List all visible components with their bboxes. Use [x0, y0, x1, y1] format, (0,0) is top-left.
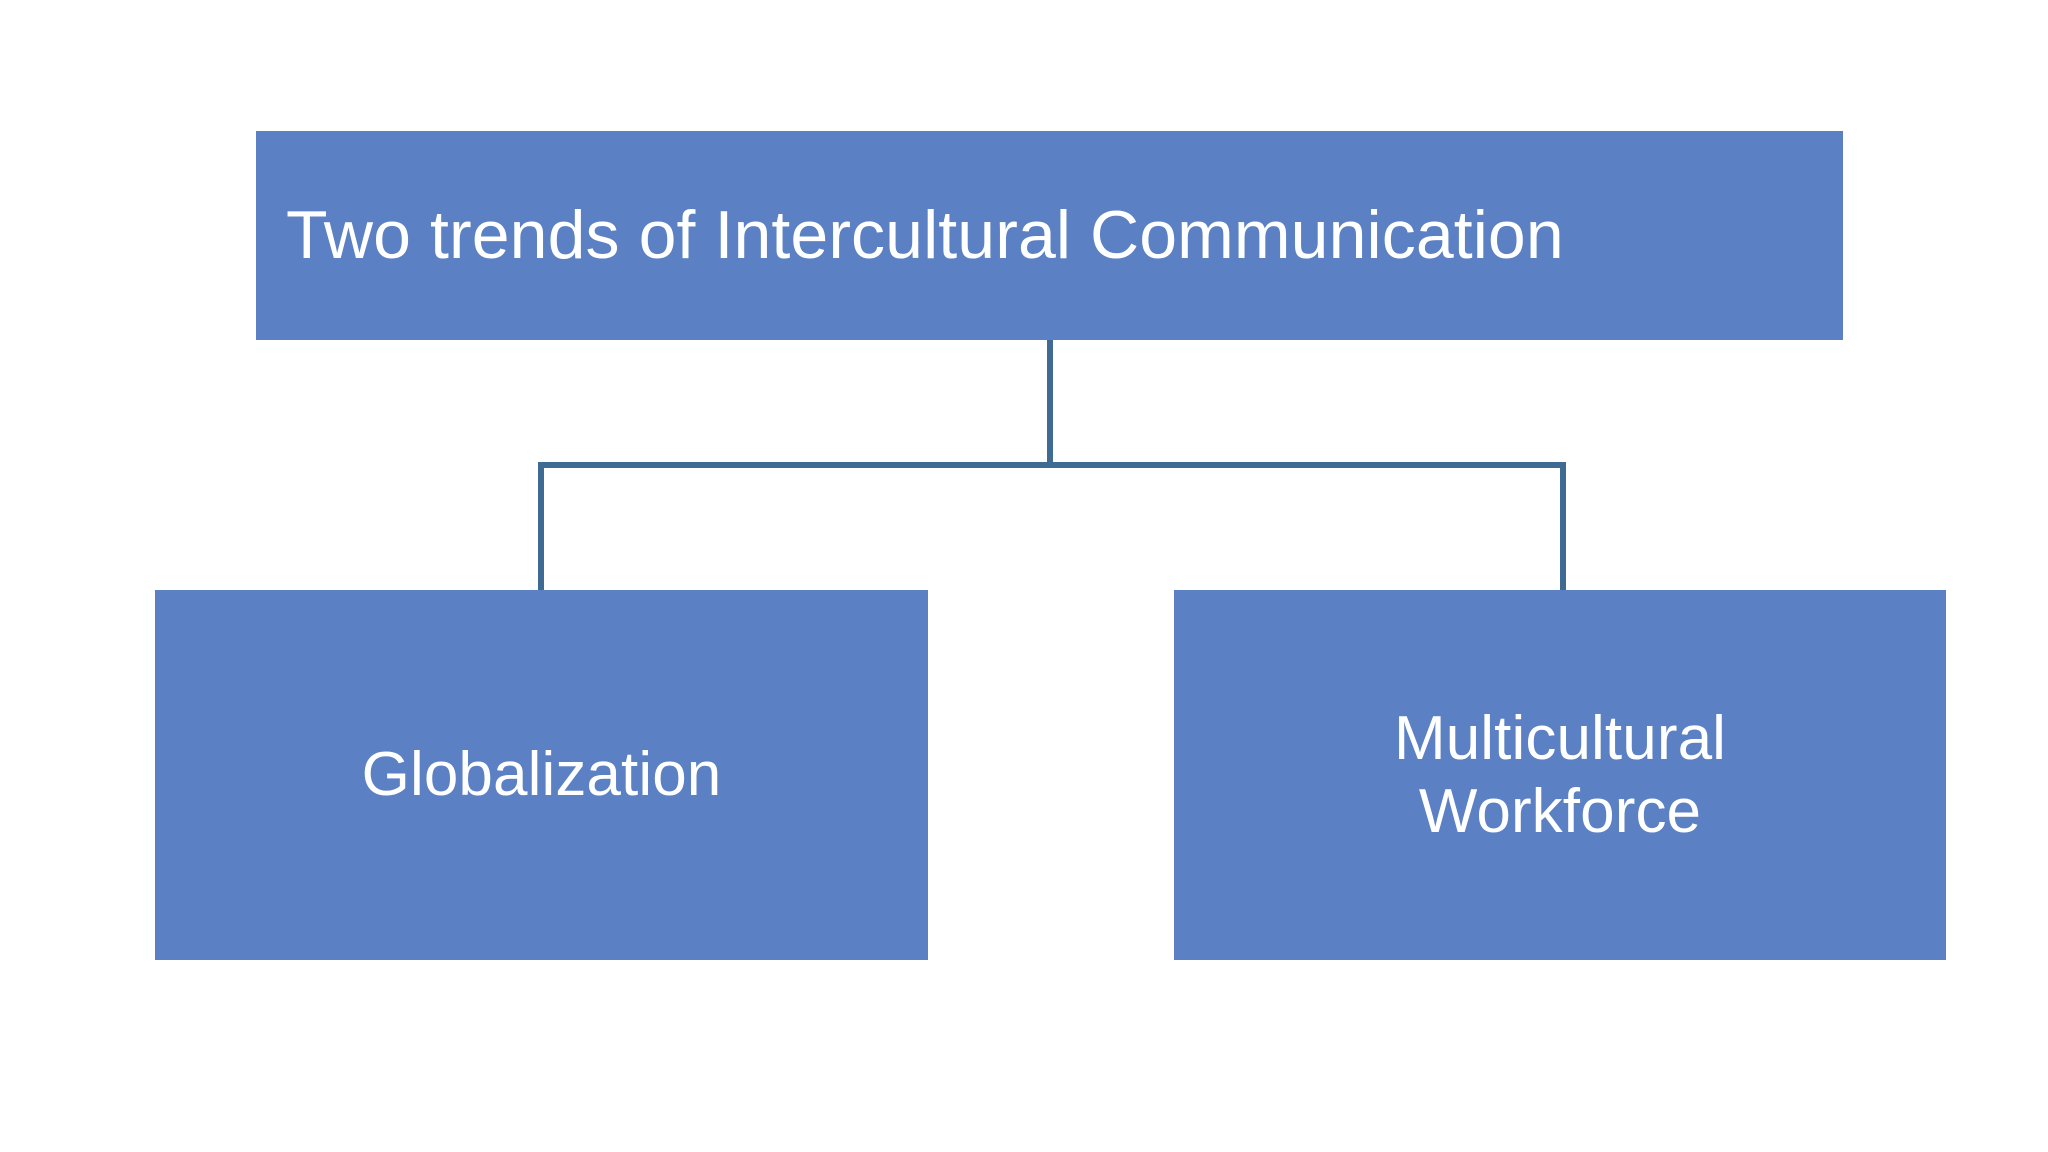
node-multicultural-workforce[interactable]: Multicultural Workforce [1174, 590, 1946, 960]
node-root-label: Two trends of Intercultural Communicatio… [286, 197, 1564, 274]
node-root-two-trends[interactable]: Two trends of Intercultural Communicatio… [256, 131, 1843, 340]
node-globalization[interactable]: Globalization [155, 590, 928, 960]
node-globalization-label: Globalization [361, 740, 722, 810]
connector-root-stem [1047, 340, 1053, 468]
node-multicultural-workforce-label: Multicultural Workforce [1393, 703, 1727, 846]
connector-drop-globalization [538, 462, 544, 592]
connector-horizontal-bus [538, 462, 1566, 468]
connector-drop-multicultural-workforce [1560, 462, 1566, 592]
